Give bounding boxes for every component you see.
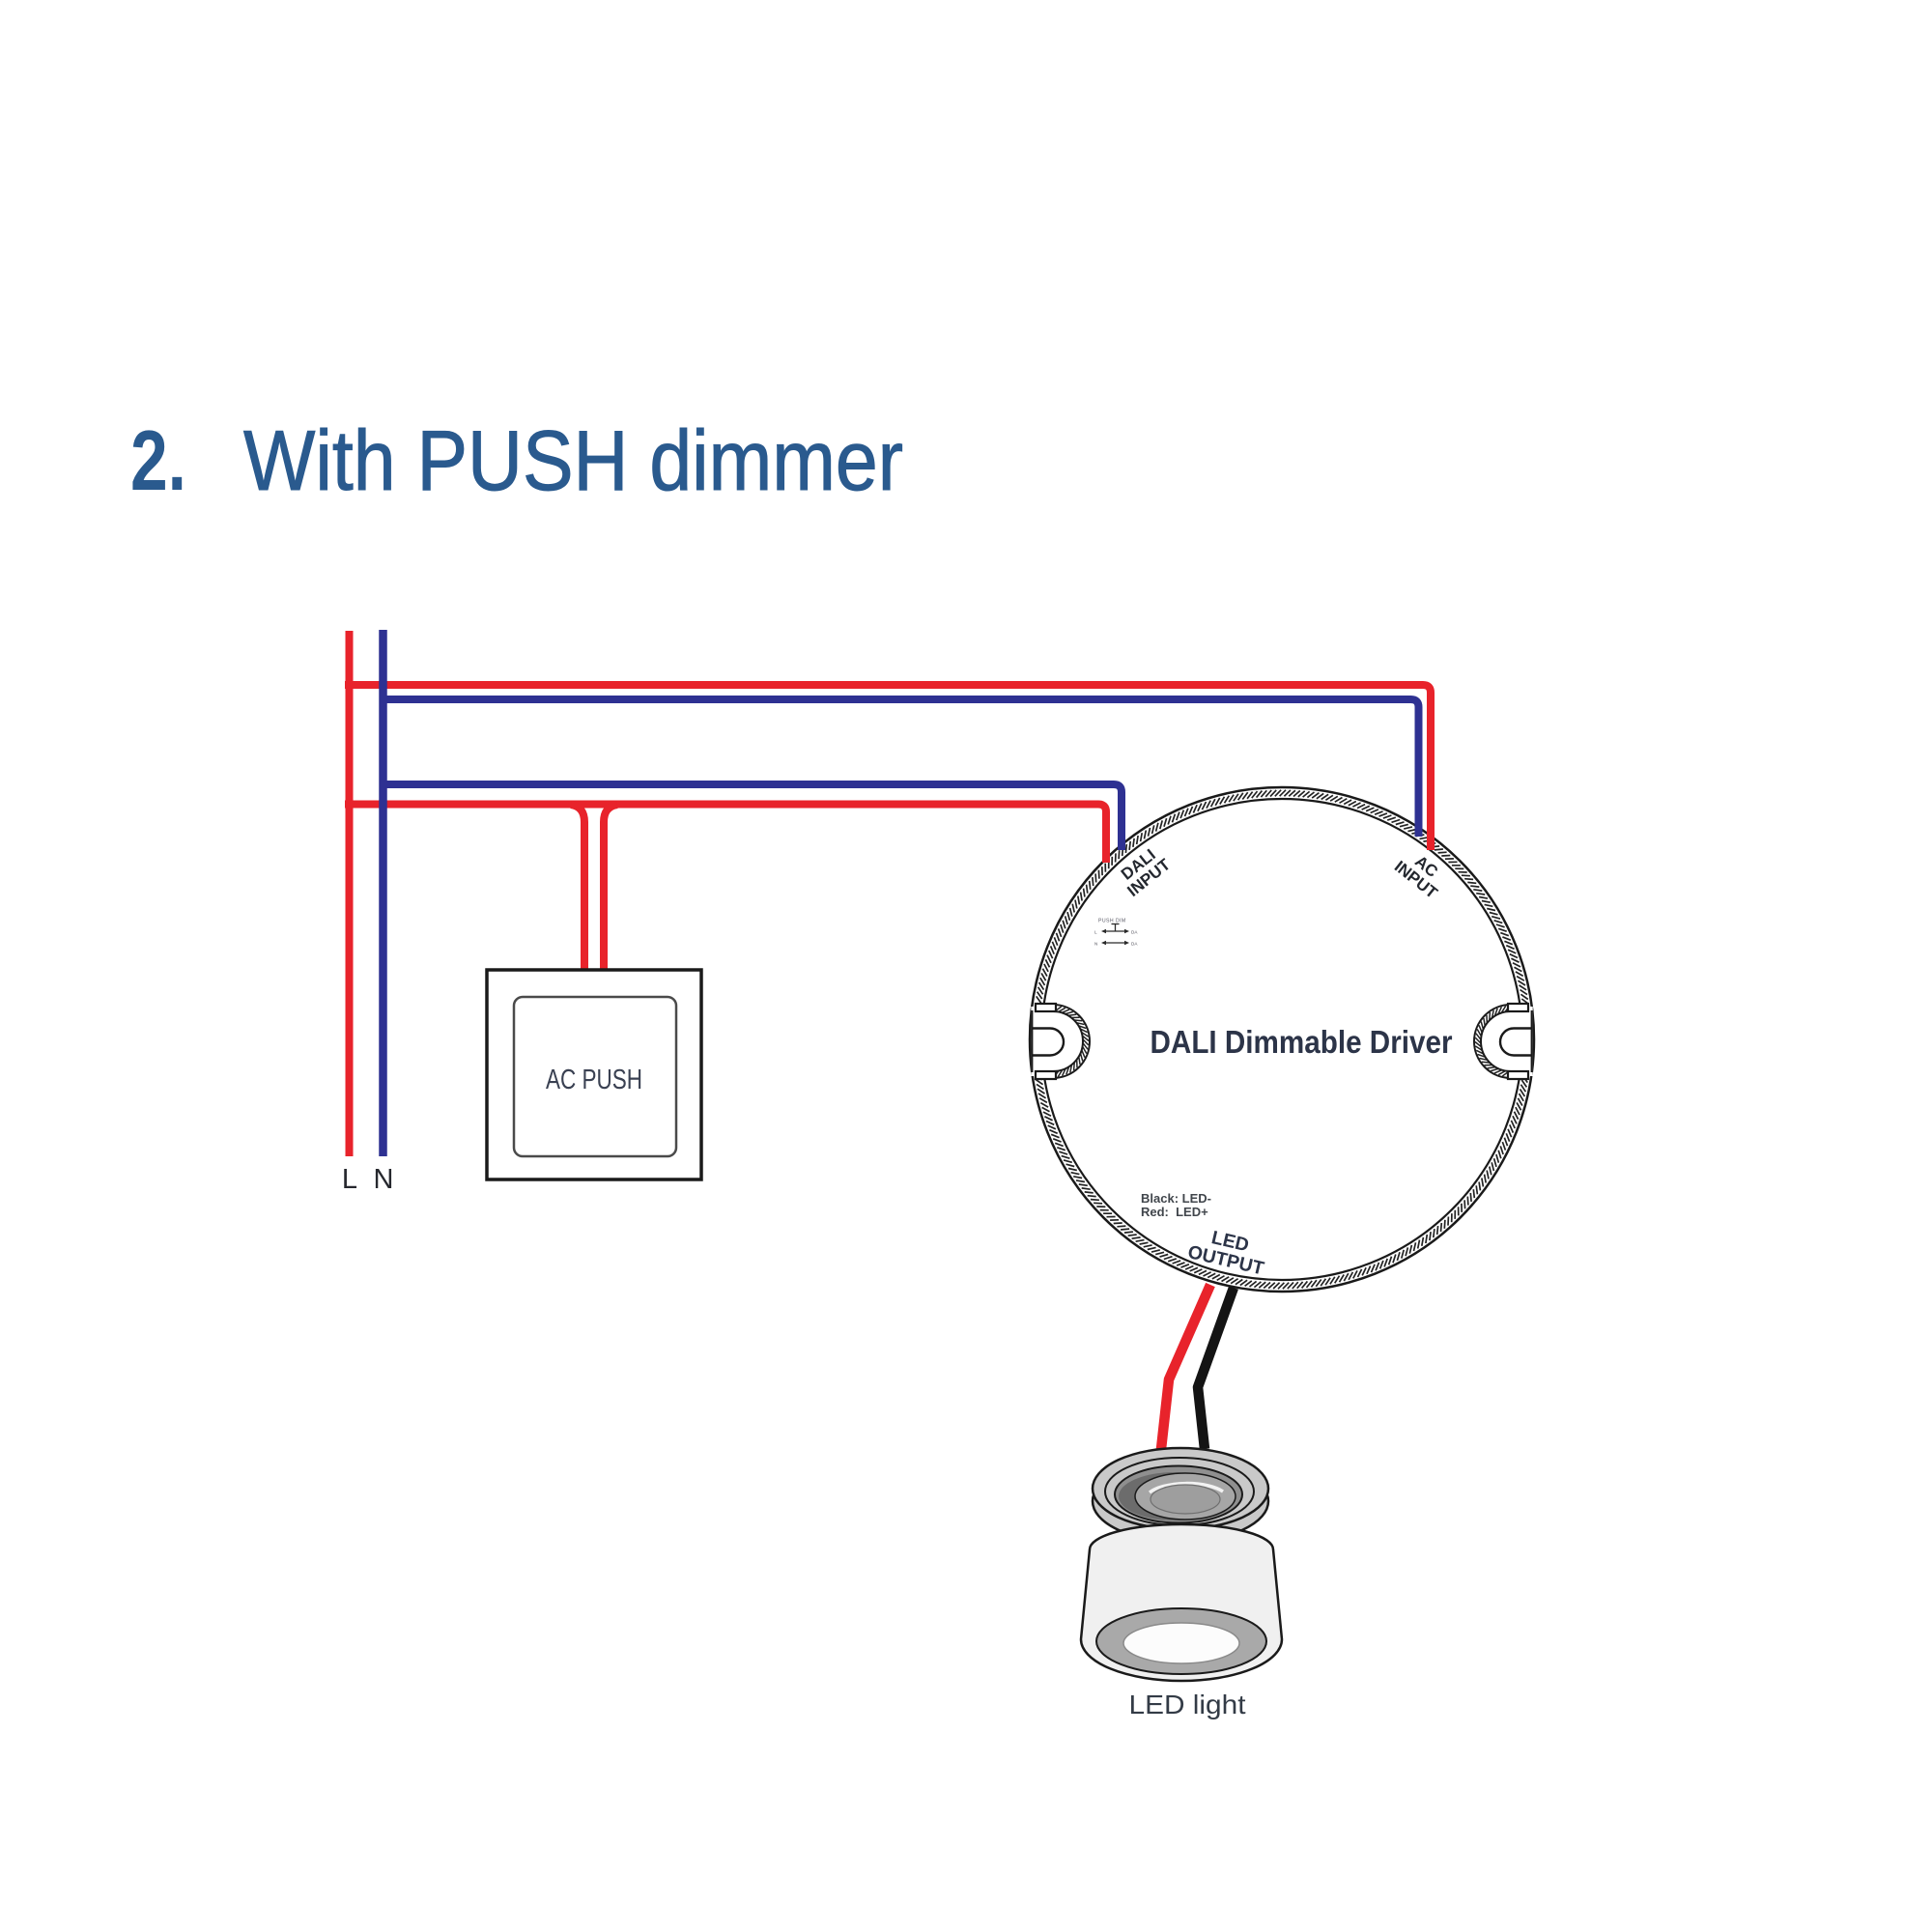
svg-text:DA: DA (1131, 942, 1138, 947)
svg-text:L: L (342, 1164, 357, 1195)
svg-text:DALI Dimmable Driver: DALI Dimmable Driver (1151, 1024, 1453, 1060)
svg-text:N: N (374, 1164, 394, 1195)
svg-text:With PUSH dimmer: With PUSH dimmer (243, 412, 903, 508)
svg-text:Red: LED+: Red: LED+ (1141, 1205, 1208, 1219)
svg-text:LED light: LED light (1129, 1690, 1246, 1719)
svg-text:N: N (1094, 942, 1097, 947)
svg-text:PUSH DIM: PUSH DIM (1098, 919, 1126, 924)
svg-text:DA: DA (1131, 930, 1138, 935)
svg-text:2.: 2. (130, 412, 186, 508)
svg-text:AC PUSH: AC PUSH (546, 1065, 642, 1095)
svg-text:L: L (1094, 930, 1097, 935)
svg-text:Black: LED-: Black: LED- (1141, 1191, 1211, 1206)
